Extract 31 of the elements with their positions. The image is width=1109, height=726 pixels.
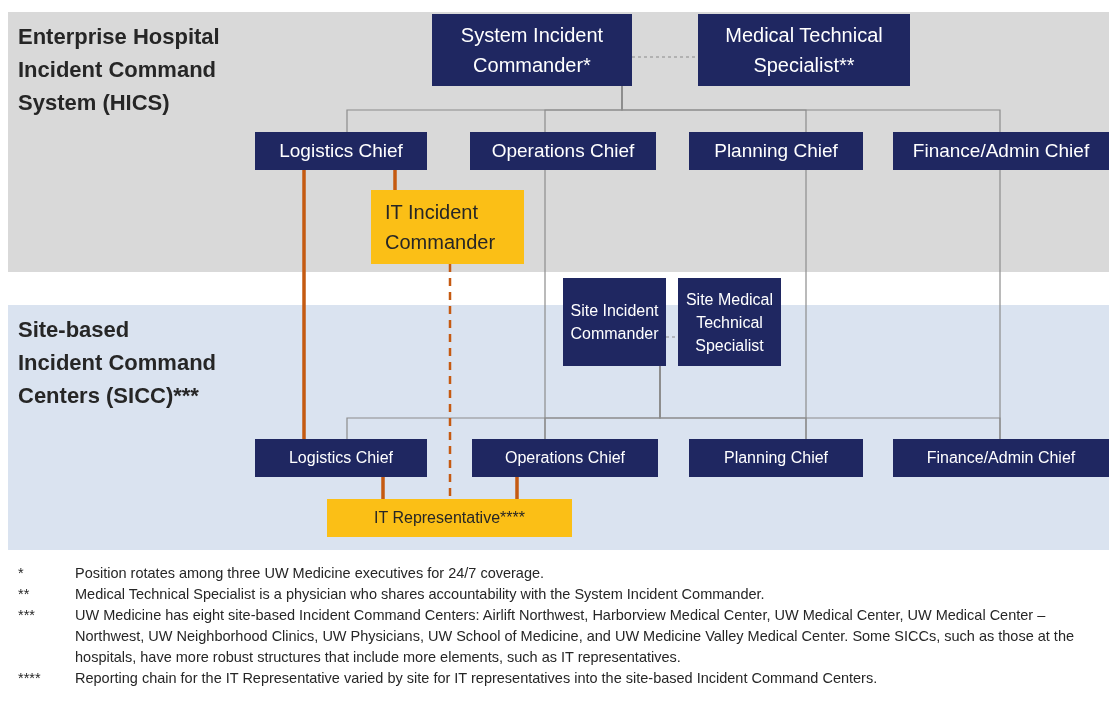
role-box: Planning Chief: [689, 132, 863, 170]
connector-line: [393, 170, 397, 190]
role-box: Logistics Chief: [255, 439, 427, 477]
section-band: [8, 12, 1109, 272]
role-box: Logistics Chief: [255, 132, 427, 170]
dashed-connector: [448, 264, 452, 499]
role-box: Operations Chief: [470, 132, 656, 170]
footnote-text: UW Medicine has eight site-based Incident Command Centers: Airlift Northwest, Harborview Medical Center, UW Medical Center, UW Medical Center – Northwest, UW Neighborhood Clinics, UW Physicians, UW School of Medicine, and UW Medicine Valley Medical Center. Some SICCs, such as those at the hospitals, have more robust structures that include more elements, such as IT representatives.: [75, 606, 1076, 667]
role-box: System Incident Commander*: [432, 14, 632, 86]
role-box: Operations Chief: [472, 439, 658, 477]
section-heading: Enterprise Hospital Incident Command System (HICS): [18, 23, 221, 117]
role-box: Finance/Admin Chief: [893, 132, 1109, 170]
section-band: [8, 305, 1109, 550]
footnote-text: Medical Technical Specialist is a physician who shares accountability with the System Incident Commander.: [75, 585, 766, 604]
role-box: Medical Technical Specialist**: [698, 14, 910, 86]
footnote-text: Reporting chain for the IT Representative varied by site for IT representatives into the site-based Incident Command Centers.: [75, 669, 879, 688]
connector-line: [515, 477, 519, 499]
role-box: Finance/Admin Chief: [893, 439, 1109, 477]
role-box: IT Representative****: [327, 499, 572, 537]
role-box: Planning Chief: [689, 439, 863, 477]
footnote-mark: ****: [18, 669, 42, 688]
connector-line: [381, 477, 385, 499]
footnote-mark: ***: [18, 606, 36, 625]
footnote-mark: *: [18, 564, 25, 583]
section-heading: Site-based Incident Command Centers (SICC)***: [18, 316, 217, 410]
role-box: IT Incident Commander: [371, 190, 524, 264]
footnote-mark: **: [18, 585, 31, 604]
role-box: Site Incident Commander: [563, 278, 666, 366]
footnote-text: Position rotates among three UW Medicine executives for 24/7 coverage.: [75, 564, 546, 583]
role-box: Site Medical Technical Specialist: [678, 278, 781, 366]
connector-line: [302, 170, 306, 439]
